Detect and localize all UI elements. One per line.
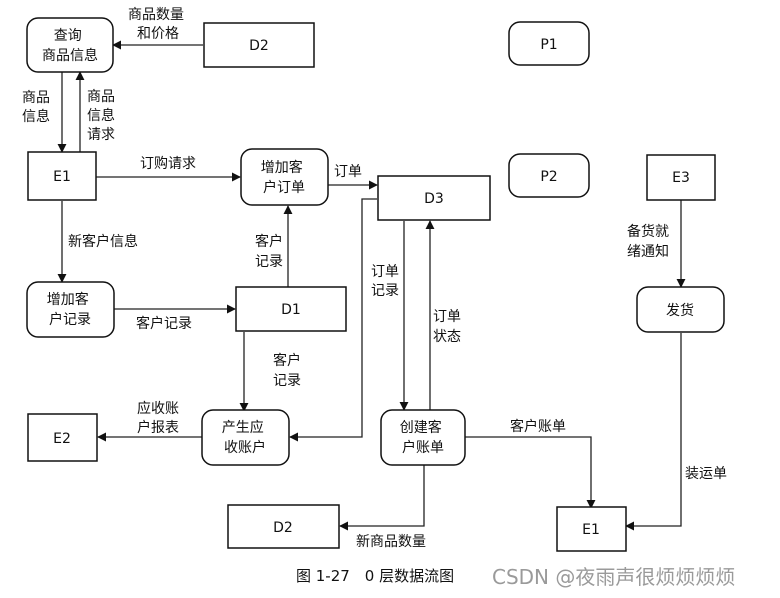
process-gen-receivable: 产生应 收账户 [222, 419, 268, 456]
entity-e2: E2 [53, 431, 71, 447]
store-d2-bottom-box [227, 504, 340, 549]
label-order-record: 订单 记录 [371, 264, 403, 299]
entity-e3-box [646, 154, 716, 201]
label-customer-record-a: 客户 记录 [255, 233, 287, 270]
label-receivable-report: 应收账 户报表 [137, 400, 183, 436]
label-order: 订单 [334, 164, 362, 180]
entity-e1-left: E1 [53, 169, 71, 185]
figure-caption: 图 1-27 0 层数据流图 [296, 567, 454, 585]
process-p2-box [508, 153, 590, 198]
label-ready-notice: 备货就 绪通知 [627, 223, 673, 260]
process-p1-box [508, 21, 590, 66]
edge-ship-to-e1 [625, 333, 682, 531]
store-d2-top-box [203, 22, 315, 68]
label-goods-info: 商品 信息 [22, 90, 54, 125]
store-d2-top: D2 [249, 38, 269, 54]
entity-e1-bottom: E1 [582, 522, 600, 538]
process-query-goods-box [26, 17, 114, 73]
entity-e3: E3 [672, 170, 690, 186]
label-goods-info-request: 商品 信息 请求 [87, 89, 119, 143]
process-create-account: 创建客 户账单 [400, 419, 446, 456]
process-ship: 发货 [666, 302, 694, 319]
edge-create-account-to-e1 [464, 436, 596, 509]
label-new-goods-qty: 新商品数量 [356, 534, 426, 550]
label-customer-bill: 客户账单 [510, 418, 566, 435]
process-add-order: 增加客 户订单 [261, 159, 307, 196]
store-d3: D3 [424, 191, 444, 207]
entity-e1-bottom-box [556, 506, 627, 552]
label-order-request: 订购请求 [140, 156, 196, 172]
watermark: CSDN @夜雨声很烦烦烦烦 [492, 565, 735, 589]
label-new-customer-info: 新客户信息 [68, 233, 138, 250]
store-d2-bottom: D2 [273, 520, 293, 536]
process-gen-receivable-box [201, 409, 290, 466]
process-query-goods: 查询 商品信息 [42, 28, 98, 64]
store-d1: D1 [281, 302, 301, 318]
store-d1-box [235, 286, 347, 332]
label-customer-record-c: 客户 记录 [273, 352, 305, 389]
process-p1: P1 [540, 37, 557, 53]
entity-e2-box [27, 413, 98, 462]
entity-e1-left-box [27, 151, 97, 201]
process-add-customer: 增加客 户记录 [47, 291, 93, 328]
label-qty-price: 商品数量 和价格 [128, 7, 188, 42]
process-add-customer-box [26, 281, 115, 338]
label-customer-record-b: 客户记录 [136, 315, 192, 332]
process-add-order-box [240, 148, 329, 206]
process-ship-box [636, 286, 725, 333]
edge-create-account-to-d2 [339, 465, 425, 531]
label-shipping-list: 装运单 [685, 466, 727, 482]
store-d3-box [377, 175, 491, 221]
label-order-status: 订单 状态 [433, 309, 465, 345]
edge-d3-to-gen-receivable [289, 198, 377, 442]
process-p2: P2 [540, 169, 557, 185]
process-create-account-box [380, 409, 466, 466]
